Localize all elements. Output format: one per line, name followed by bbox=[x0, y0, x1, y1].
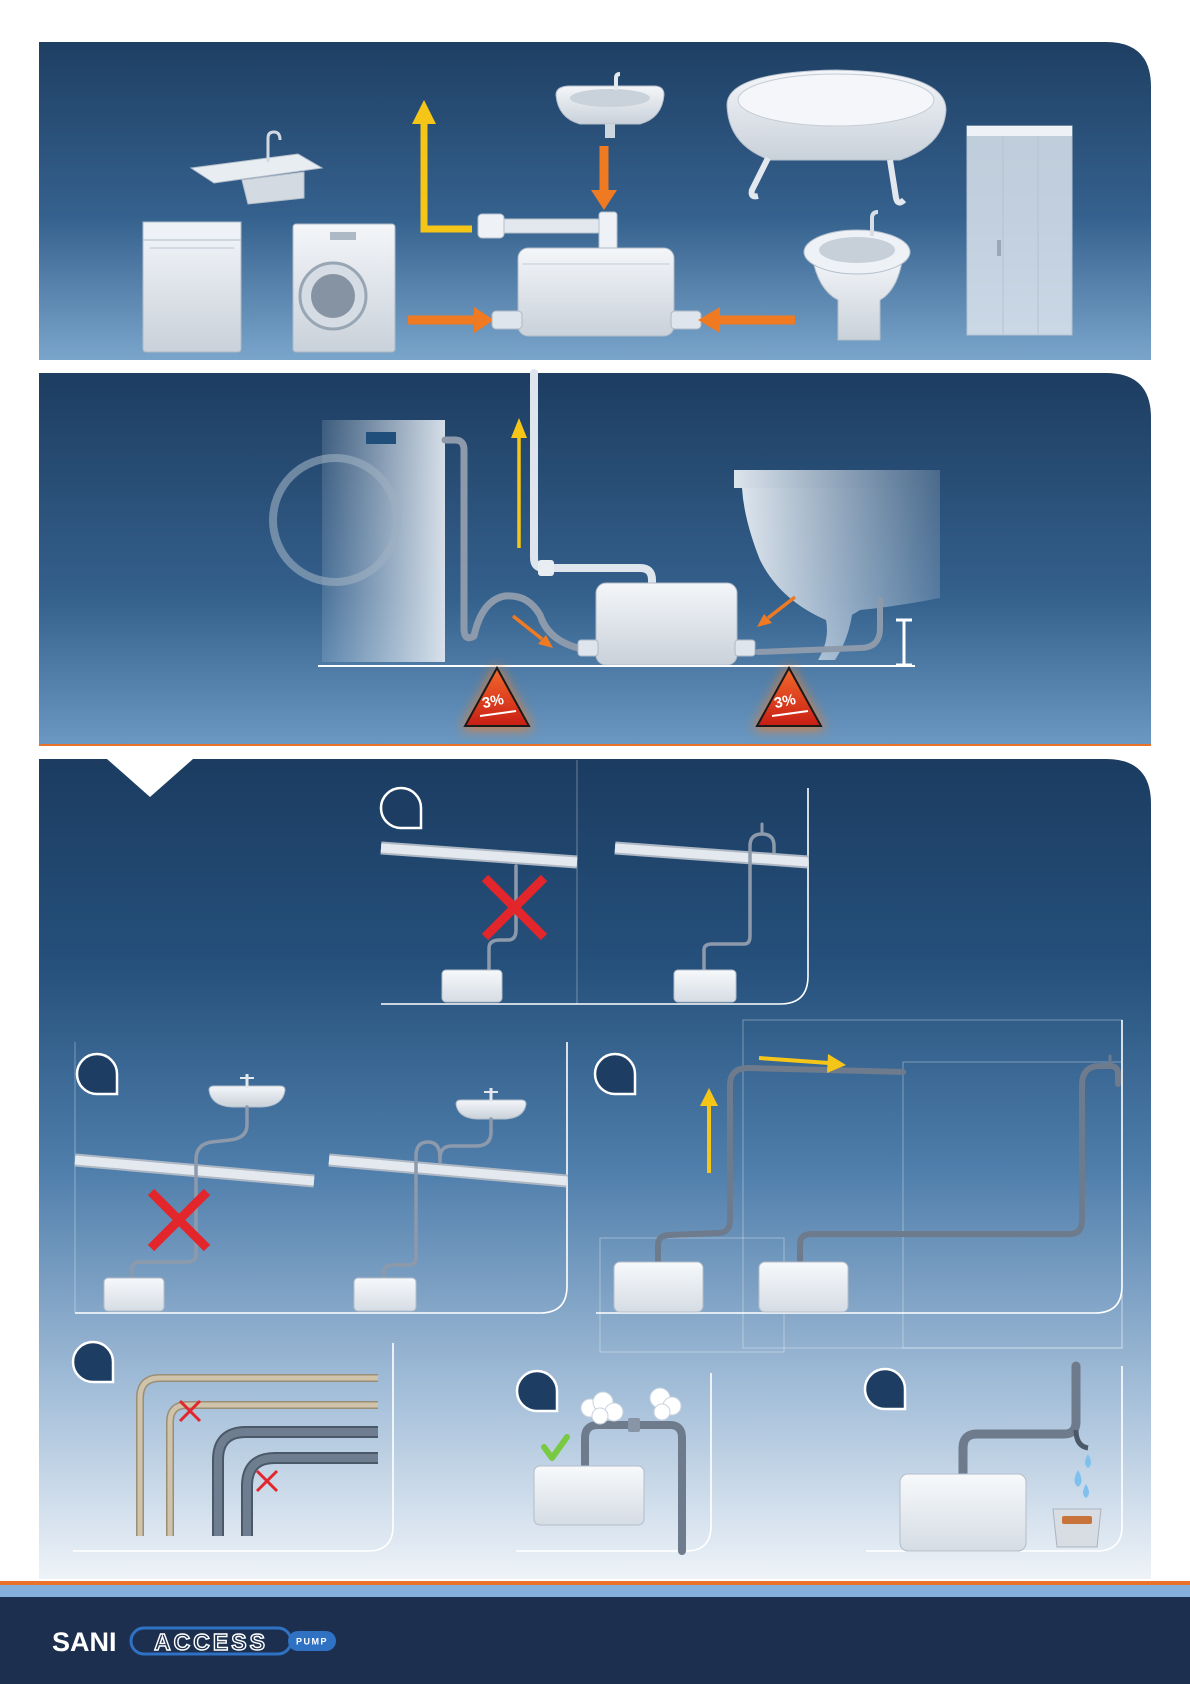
panel-floor-slope: 3% 3% bbox=[39, 373, 1151, 746]
washing-machine-icon bbox=[293, 224, 395, 352]
pump-unit-icon bbox=[900, 1474, 1026, 1551]
pump-unit-icon bbox=[104, 1278, 164, 1311]
step-badge bbox=[595, 1054, 635, 1094]
pump-unit-icon bbox=[674, 970, 736, 1002]
step-badge bbox=[73, 1342, 113, 1382]
pump-unit-icon bbox=[759, 1262, 848, 1312]
footer-orange-rule bbox=[0, 1581, 1190, 1585]
logo-brand: SANI bbox=[52, 1627, 117, 1657]
bucket-icon bbox=[1053, 1509, 1101, 1547]
step-badge bbox=[77, 1054, 117, 1094]
dishwasher-icon bbox=[143, 222, 241, 352]
logo-badge: PUMP bbox=[296, 1637, 328, 1647]
footer: SANI ACCESS PUMP bbox=[0, 1581, 1190, 1684]
step-badge bbox=[865, 1369, 905, 1409]
panel-installation-rules bbox=[39, 759, 1151, 1579]
panel-appliance-connections bbox=[39, 42, 1151, 360]
pump-unit-icon bbox=[614, 1262, 703, 1312]
pump-unit-icon bbox=[578, 583, 755, 665]
shower-icon bbox=[967, 126, 1072, 335]
pump-unit-icon bbox=[354, 1278, 416, 1311]
inlet-left bbox=[492, 311, 522, 329]
logo-product: ACCESS bbox=[154, 1629, 268, 1655]
panel-2-background bbox=[39, 373, 1151, 746]
step-badge bbox=[381, 788, 421, 828]
inlet-right bbox=[671, 311, 701, 329]
step-badge bbox=[517, 1371, 557, 1411]
footer-light-band bbox=[0, 1585, 1190, 1597]
pump-unit-icon bbox=[534, 1466, 644, 1525]
pump-unit-icon bbox=[442, 970, 502, 1002]
